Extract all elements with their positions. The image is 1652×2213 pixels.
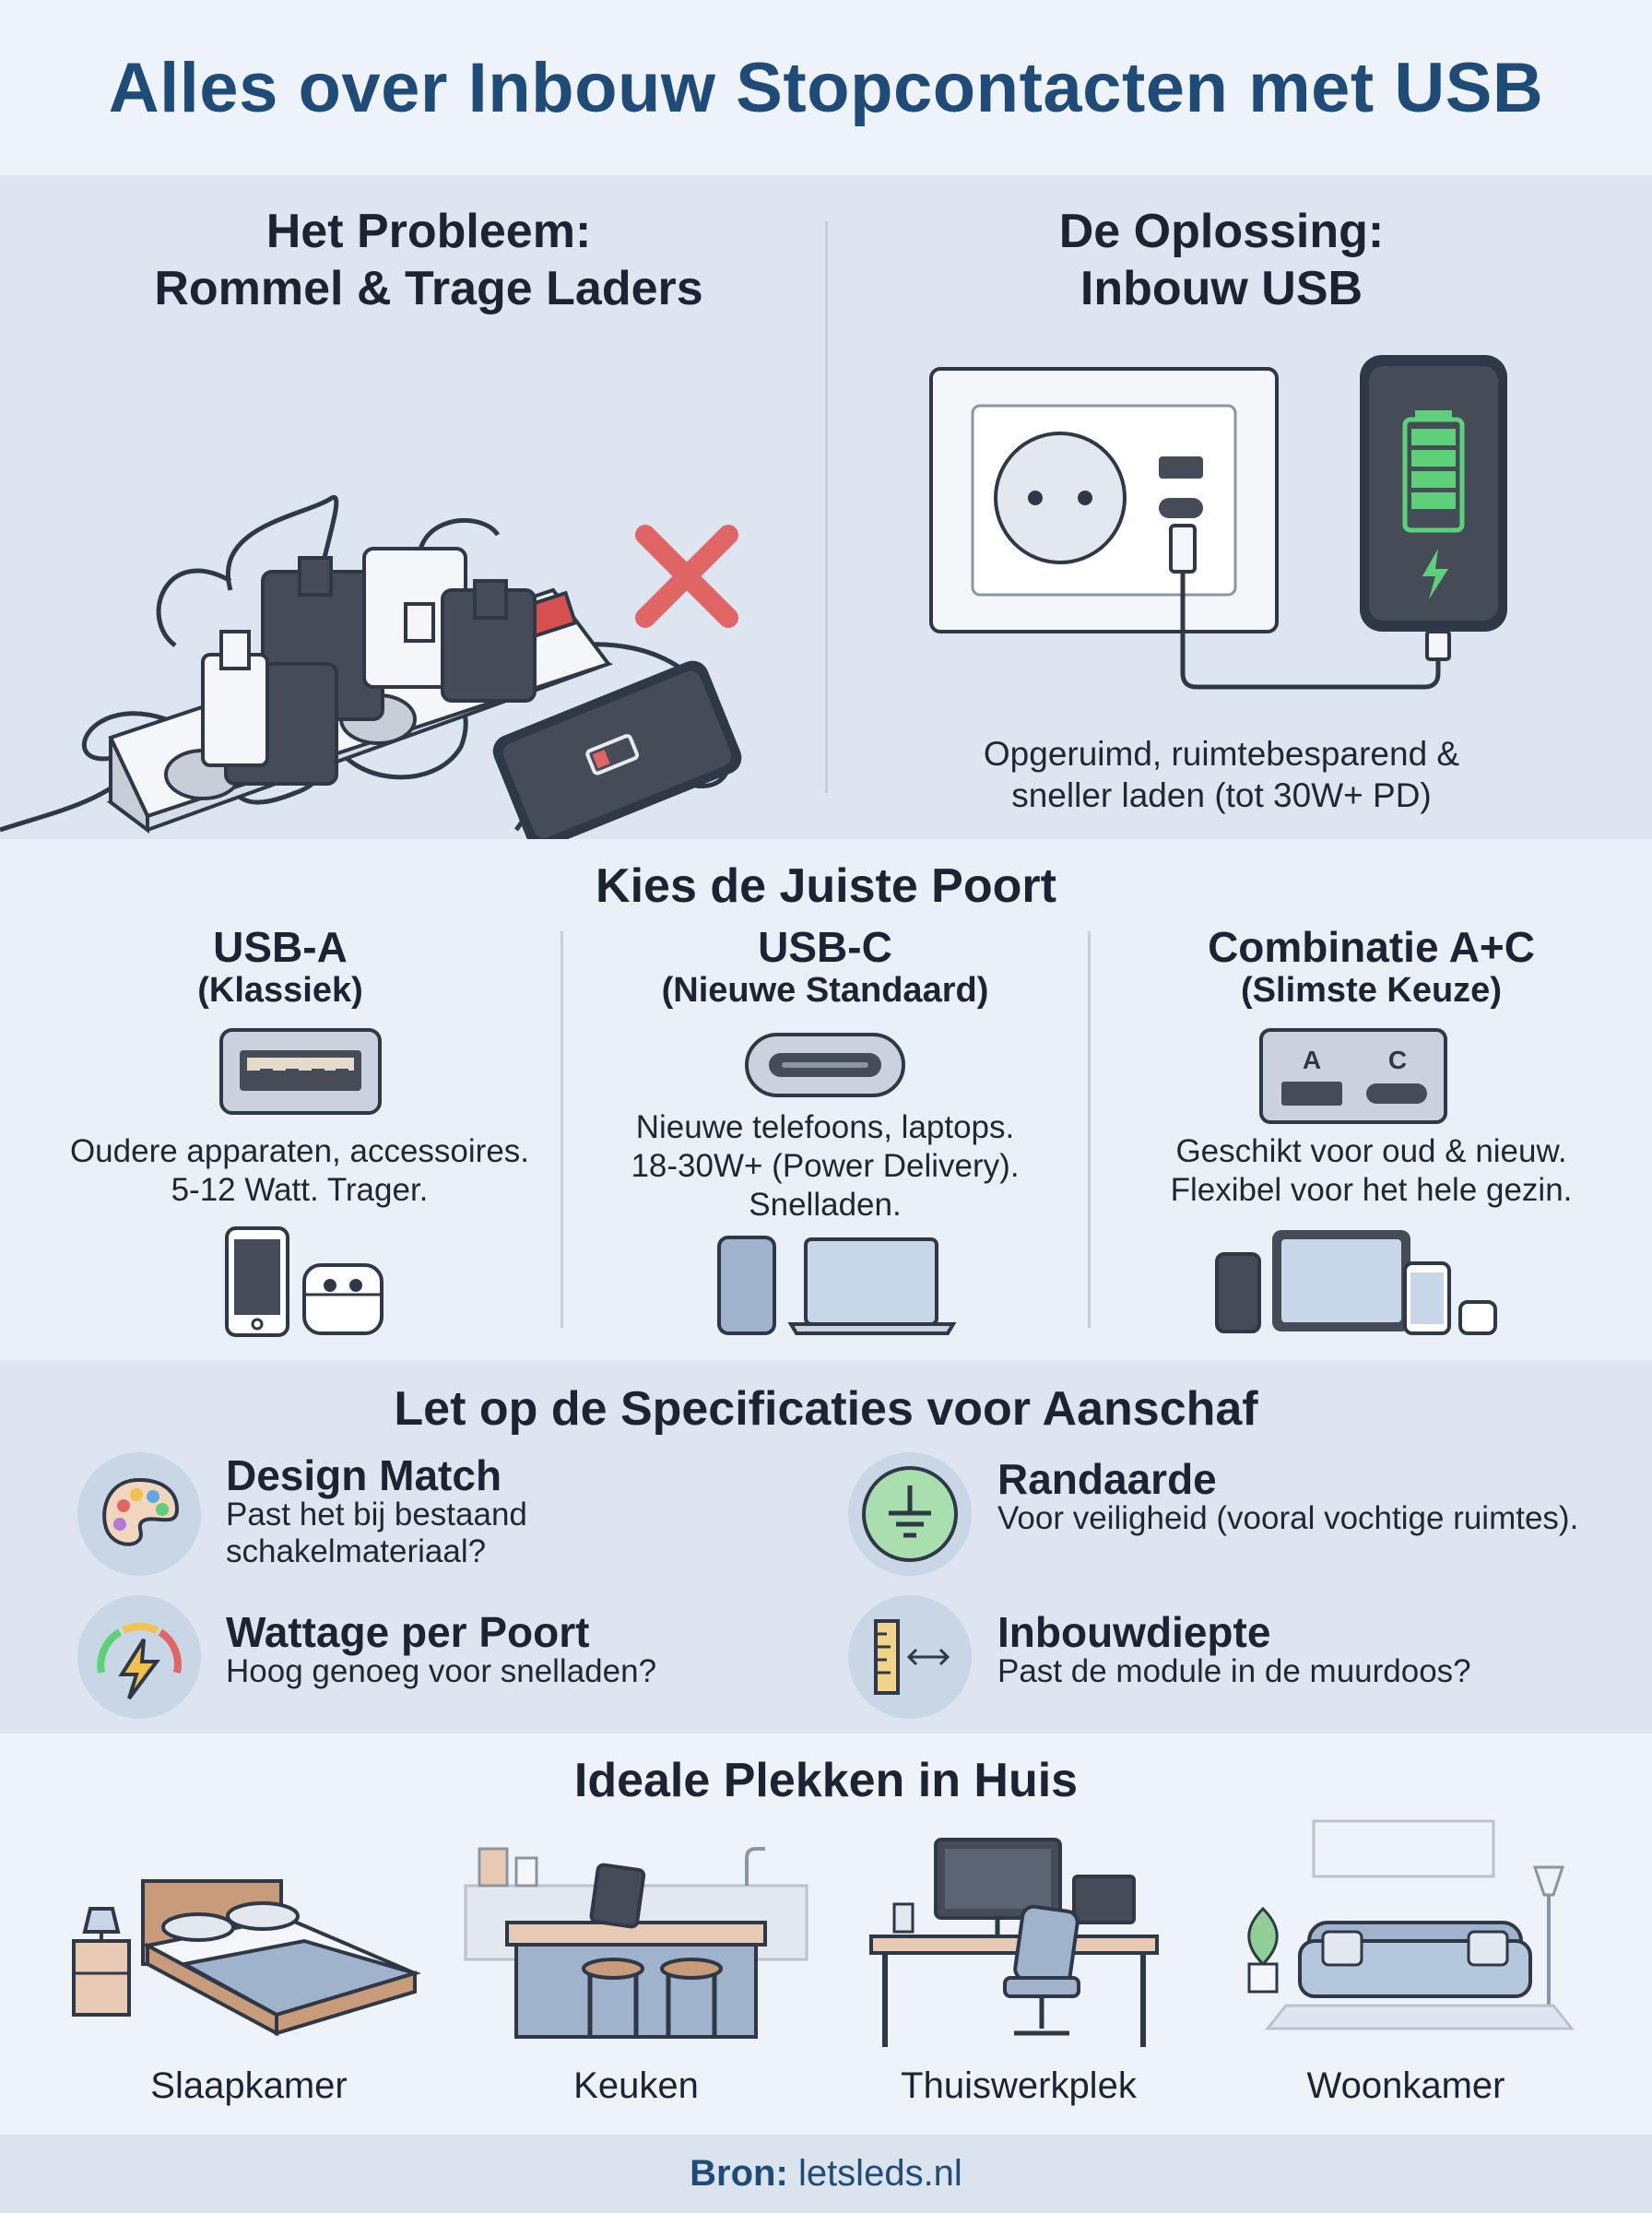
port-usb-a-desc-line1: Oudere apparaten, accessoires. bbox=[69, 1133, 530, 1169]
ground-icon bbox=[848, 1452, 972, 1576]
low-battery-phone bbox=[492, 660, 742, 848]
port-usb-c-desc: Nieuwe telefoons, laptops. 18-30W+ (Powe… bbox=[562, 1108, 1088, 1225]
port-combo-desc: Geschikt voor oud & nieuw. Flexibel voor… bbox=[1091, 1132, 1652, 1210]
spec-wattage-desc: Hoog genoeg voor snelladen? bbox=[226, 1653, 797, 1690]
place-bedroom: Slaapkamer bbox=[150, 2065, 348, 2106]
gauge-bolt-icon bbox=[77, 1595, 201, 1719]
port-usb-c: USB-C (Nieuwe Standaard) bbox=[562, 924, 1088, 1011]
phone-and-laptop-icon bbox=[717, 1236, 957, 1335]
port-usb-a-desc: Oudere apparaten, accessoires. 5-12 Watt… bbox=[0, 1132, 599, 1210]
port-usb-c-sub: (Nieuwe Standaard) bbox=[661, 971, 989, 1010]
port-usb-c-desc-line2: 18-30W+ (Power Delivery). bbox=[631, 1148, 1020, 1184]
ports-divider-2 bbox=[1088, 931, 1091, 1328]
port-usb-c-desc-line3: Snelladen. bbox=[749, 1187, 902, 1223]
port-usb-c-name: USB-C bbox=[758, 923, 892, 971]
title-banner: Alles over Inbouw Stopcontacten met USB bbox=[0, 0, 1652, 175]
port-combo-desc-line2: Flexibel voor het hele gezin. bbox=[1170, 1172, 1573, 1208]
section-divider bbox=[825, 221, 828, 793]
ports-divider-1 bbox=[560, 931, 563, 1328]
spec-ground-title: Randaarde bbox=[997, 1455, 1217, 1503]
palette-icon bbox=[77, 1452, 201, 1576]
living-room-illustration bbox=[1247, 1819, 1575, 2030]
charging-phone bbox=[1360, 355, 1507, 661]
port-usb-a-desc-line2: 5-12 Watt. Trager. bbox=[171, 1172, 429, 1208]
footer: Bron: letsleds.nl bbox=[0, 2135, 1652, 2213]
problem-heading-line2: Rommel & Trage Laders bbox=[154, 262, 703, 315]
source-link[interactable]: letsleds.nl bbox=[797, 2153, 962, 2194]
spec-design-desc: Past het bij bestaand schakelmateriaal? bbox=[226, 1497, 687, 1570]
ports-heading: Kies de Juiste Poort bbox=[596, 859, 1056, 913]
spec-wattage-desc-line1: Hoog genoeg voor snelladen? bbox=[226, 1653, 657, 1689]
multi-device-icon bbox=[1215, 1230, 1497, 1335]
footer-label: Bron: bbox=[690, 2153, 788, 2194]
spec-depth-desc: Past de module in de muurdoos? bbox=[997, 1653, 1597, 1690]
ruler-depth-icon bbox=[848, 1595, 972, 1719]
specs-section: Let op de Specificaties voor Aanschaf De… bbox=[0, 1360, 1652, 1734]
cluttered-power-strip-illustration bbox=[0, 495, 742, 848]
specs-heading: Let op de Specificaties voor Aanschaf bbox=[394, 1382, 1258, 1436]
port-usb-a-sub: (Klassiek) bbox=[197, 971, 363, 1010]
solution-heading: De Oplossing: Inbouw USB bbox=[830, 203, 1613, 317]
port-usb-a-name: USB-A bbox=[213, 923, 348, 971]
solution-caption: Opgeruimd, ruimtebesparend & sneller lad… bbox=[830, 733, 1613, 816]
usb-c-port-icon bbox=[745, 1033, 905, 1097]
ports-section: Kies de Juiste Poort USB-A (Klassiek) Ou… bbox=[0, 839, 1652, 1360]
spec-wattage-title: Wattage per Poort bbox=[226, 1608, 590, 1656]
place-kitchen: Keuken bbox=[573, 2065, 699, 2106]
wall-usb-socket-illustration bbox=[929, 355, 1507, 690]
solution-caption-line1: Opgeruimd, ruimtebesparend & bbox=[983, 735, 1460, 773]
solution-heading-line1: De Oplossing: bbox=[1058, 205, 1385, 258]
places-section: Ideale Plekken in Huis Slaapkamer Keuken bbox=[0, 1734, 1652, 2135]
spec-design-title: Design Match bbox=[226, 1451, 502, 1499]
red-x-icon bbox=[635, 525, 738, 628]
home-office-illustration bbox=[869, 1838, 1159, 2047]
solution-caption-line2: sneller laden (tot 30W+ PD) bbox=[1011, 776, 1432, 814]
page-title: Alles over Inbouw Stopcontacten met USB bbox=[108, 48, 1544, 127]
port-combo-name: Combinatie A+C bbox=[1208, 923, 1535, 971]
spec-design-desc-line2: schakelmateriaal? bbox=[226, 1533, 487, 1569]
spec-depth-title: Inbouwdiepte bbox=[997, 1608, 1271, 1656]
spec-ground-desc: Voor veiligheid (vooral vochtige ruimtes… bbox=[997, 1500, 1643, 1537]
problem-solution-section: Het Probleem: Rommel & Trage Laders De O… bbox=[0, 175, 1652, 848]
places-heading: Ideale Plekken in Huis bbox=[573, 1754, 1079, 1807]
bedroom-illustration bbox=[72, 1879, 422, 2037]
combo-label-a: A bbox=[1303, 1046, 1321, 1074]
kitchen-illustration bbox=[464, 1847, 808, 2039]
spec-depth-desc-line1: Past de module in de muurdoos? bbox=[997, 1653, 1471, 1689]
port-combo-sub: (Slimste Keuze) bbox=[1241, 971, 1502, 1010]
phone-and-earbuds-icon bbox=[225, 1226, 384, 1337]
solution-heading-line2: Inbouw USB bbox=[1080, 262, 1363, 315]
port-combo-desc-line1: Geschikt voor oud & nieuw. bbox=[1175, 1133, 1567, 1169]
usb-a-c-combo-icon: A C bbox=[1259, 1028, 1447, 1124]
spec-ground-desc-line1: Voor veiligheid (vooral vochtige ruimtes… bbox=[997, 1500, 1579, 1536]
place-living-room: Woonkamer bbox=[1306, 2065, 1505, 2106]
spec-design-desc-line1: Past het bij bestaand bbox=[226, 1497, 527, 1533]
port-combo: Combinatie A+C (Slimste Keuze) bbox=[1091, 924, 1652, 1011]
problem-heading-line1: Het Probleem: bbox=[266, 205, 592, 258]
port-usb-a: USB-A (Klassiek) bbox=[0, 924, 560, 1011]
problem-heading: Het Probleem: Rommel & Trage Laders bbox=[0, 203, 857, 317]
place-home-office: Thuiswerkplek bbox=[901, 2065, 1137, 2106]
port-usb-c-desc-line1: Nieuwe telefoons, laptops. bbox=[635, 1109, 1015, 1145]
combo-label-c: C bbox=[1388, 1046, 1407, 1074]
usb-a-port-icon bbox=[219, 1028, 382, 1115]
